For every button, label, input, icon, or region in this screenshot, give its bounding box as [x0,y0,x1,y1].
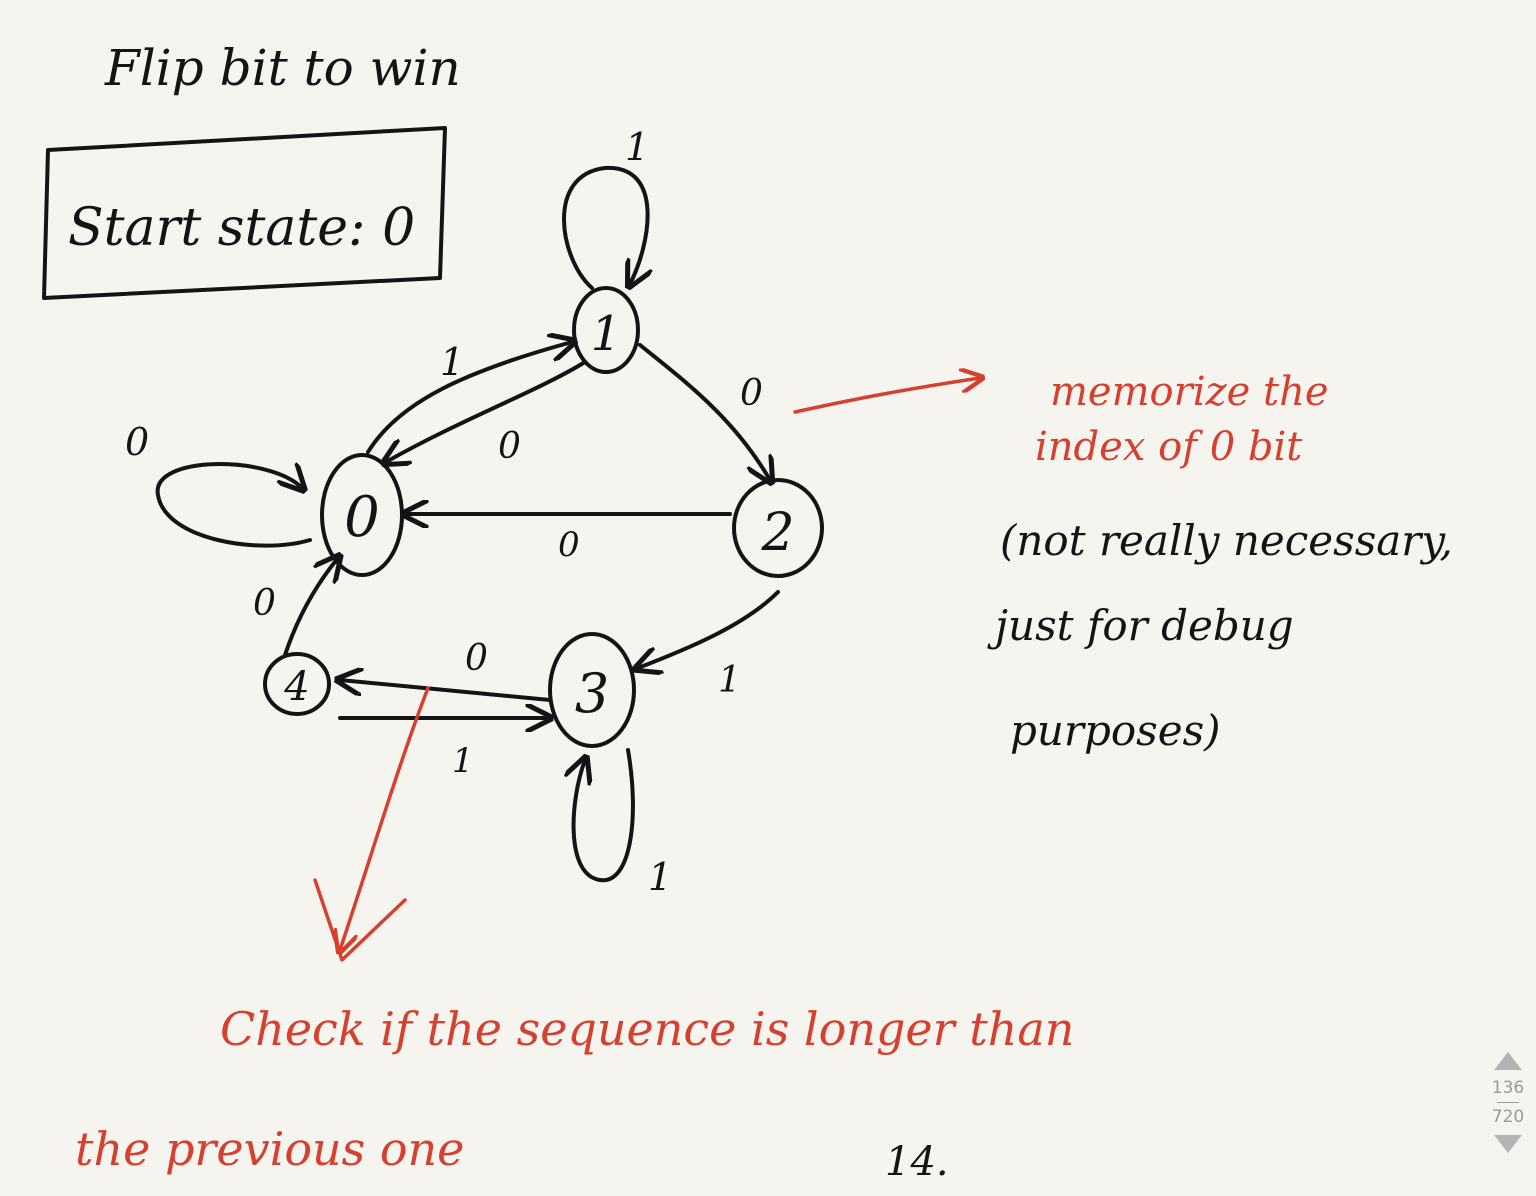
state-3-circle [548,632,636,748]
pager-total: 720 [1491,1107,1525,1127]
edge-1-2-label: 0 [740,373,763,414]
check-line-2: the previous one [75,1122,464,1176]
memoize-arrow [793,378,980,414]
edge-3-4 [340,680,552,702]
start-state-text: Start state: 0 [68,198,415,258]
edge-1-1 [562,165,648,288]
start-state-box: Start state: 0 [42,126,447,300]
edge-3-3-label: 1 [648,855,672,899]
state-1: 1 [572,286,640,374]
note-line-1: (not really necessary, [1000,516,1453,565]
edge-0-0-label: 0 [125,420,149,464]
state-4: 4 [263,652,331,716]
edge-2-3-label: 1 [718,660,741,701]
page-number: 14. [885,1139,949,1185]
state-4-circle [263,652,331,716]
edge-4-0 [283,558,338,657]
memoize-line-1: memorize the [1050,369,1329,415]
state-3: 3 [548,632,636,748]
edge-3-4-label: 0 [465,638,488,679]
previous-page-icon[interactable] [1494,1052,1522,1070]
edge-0-0 [155,462,312,548]
state-4-label: 4 [283,664,309,710]
edge-2-3 [638,590,780,668]
edge-1-0 [386,360,587,462]
start-box-outline [42,126,447,300]
pager: 136 720 [1488,1050,1528,1190]
state-1-circle [572,286,640,374]
edge-1-2 [638,343,770,480]
edge-1-0-label: 0 [498,426,521,467]
note-line-2: just for debug [987,601,1294,650]
memoize-line-2: index of 0 bit [1035,424,1303,470]
edge-4-3-label: 1 [452,741,474,781]
check-arrow [340,686,430,950]
state-2: 2 [732,478,824,578]
edge-2-0-label: 0 [558,525,580,565]
check-mark-icon [313,878,407,962]
page-title: Flip bit to win [104,39,461,97]
state-0: 0 [320,453,404,577]
edge-0-1-label: 1 [440,340,464,384]
edge-1-1-label: 1 [625,125,649,169]
state-0-label: 0 [344,485,380,550]
note-line-3: purposes) [1010,706,1221,755]
state-2-circle [732,478,824,578]
state-2-label: 2 [760,503,794,563]
edge-3-3 [574,748,635,883]
state-3-label: 3 [575,662,609,725]
state-1-label: 1 [591,306,622,362]
pager-current: 136 [1491,1078,1525,1098]
edge-4-0-label: 0 [253,583,276,624]
next-page-icon[interactable] [1494,1135,1522,1153]
pager-divider [1497,1102,1519,1103]
edge-0-1 [366,342,572,454]
check-line-1: Check if the sequence is longer than [220,1002,1074,1056]
